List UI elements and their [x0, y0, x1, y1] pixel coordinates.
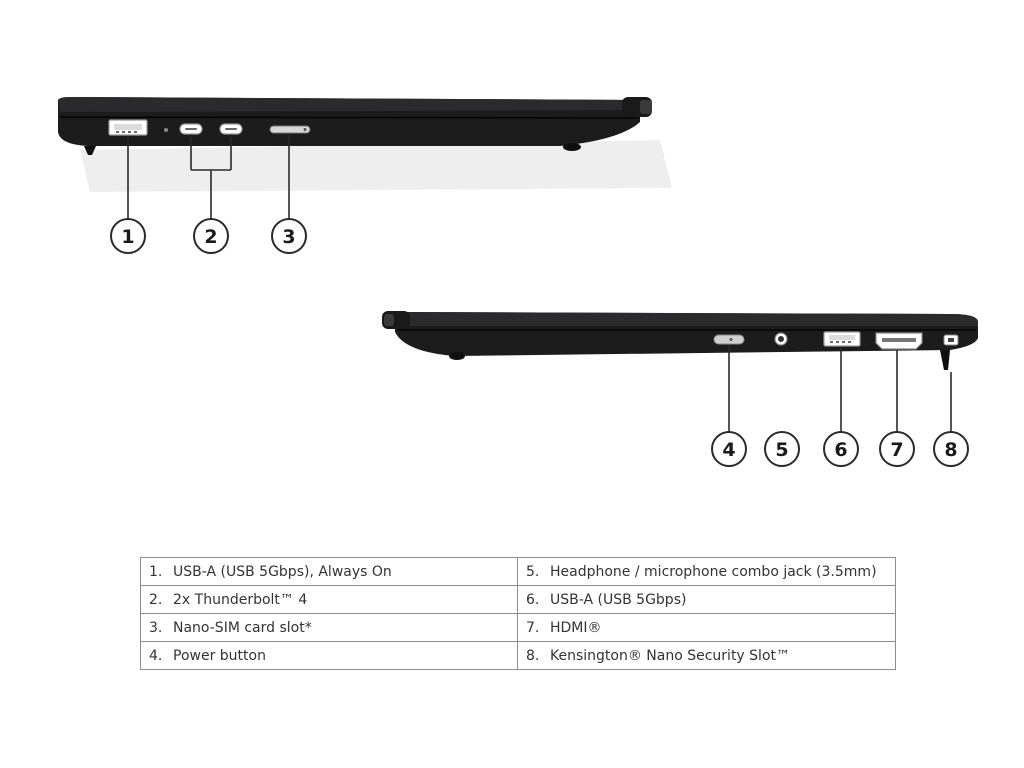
item-number: 5.	[526, 563, 540, 580]
callout-7-label: 7	[890, 439, 903, 461]
usb-a-port-icon	[823, 331, 861, 347]
power-button-icon	[713, 334, 745, 345]
callout-2-label: 2	[204, 226, 217, 248]
item-number: 8.	[526, 647, 540, 664]
table-cell: 1. USB-A (USB 5Gbps), Always On	[140, 557, 518, 586]
callout-5: 5	[764, 431, 800, 467]
item-label: Power button	[173, 647, 266, 664]
laptop-ports-diagram: 1 2 3	[58, 97, 978, 467]
security-slot-icon	[943, 334, 959, 346]
item-label: Headphone / microphone combo jack (3.5mm…	[550, 563, 877, 580]
callout-1-label: 1	[121, 226, 134, 248]
item-label: 2x Thunderbolt™ 4	[173, 591, 308, 608]
laptop-right-side-view	[382, 311, 978, 370]
table-cell: 8. Kensington® Nano Security Slot™	[517, 641, 896, 670]
table-cell: 4. Power button	[140, 641, 518, 670]
audio-jack-icon	[774, 332, 788, 346]
item-number: 7.	[526, 619, 540, 636]
table-cell: 7. HDMI®	[517, 613, 896, 642]
item-number: 6.	[526, 591, 540, 608]
callout-6: 6	[823, 431, 859, 467]
callout-6-label: 6	[834, 439, 847, 461]
item-label: USB-A (USB 5Gbps)	[550, 591, 687, 608]
callout-4: 4	[711, 431, 747, 467]
item-number: 3.	[149, 619, 163, 636]
table-cell: 6. USB-A (USB 5Gbps)	[517, 585, 896, 614]
table-cell: 5. Headphone / microphone combo jack (3.5…	[517, 557, 896, 586]
item-label: USB-A (USB 5Gbps), Always On	[173, 563, 392, 580]
callout-8: 8	[933, 431, 969, 467]
usb-c-port-icon	[179, 123, 203, 135]
hdmi-port-icon	[875, 332, 923, 350]
item-label: HDMI®	[550, 619, 602, 636]
callout-2: 2	[193, 218, 229, 254]
table-row: 3. Nano-SIM card slot* 7. HDMI®	[140, 613, 896, 642]
usb-a-port-icon	[108, 119, 148, 136]
table-row: 4. Power button 8. Kensington® Nano Securi…	[140, 641, 896, 670]
usb-c-port-icon	[219, 123, 243, 135]
table-row: 1. USB-A (USB 5Gbps), Always On 5. Headpho…	[140, 557, 896, 586]
callout-7: 7	[879, 431, 915, 467]
item-number: 2.	[149, 591, 163, 608]
callout-3-label: 3	[282, 226, 295, 248]
table-cell: 3. Nano-SIM card slot*	[140, 613, 518, 642]
callout-3: 3	[271, 218, 307, 254]
table-row: 2. 2x Thunderbolt™ 4 6. USB-A (USB 5Gbps)	[140, 585, 896, 614]
status-led	[164, 128, 168, 132]
item-label: Kensington® Nano Security Slot™	[550, 647, 791, 664]
table-cell: 2. 2x Thunderbolt™ 4	[140, 585, 518, 614]
callout-4-label: 4	[722, 439, 735, 461]
ports-legend-table: 1. USB-A (USB 5Gbps), Always On 5. Headpho…	[140, 557, 896, 670]
callout-1: 1	[110, 218, 146, 254]
item-number: 4.	[149, 647, 163, 664]
callout-5-label: 5	[775, 439, 788, 461]
laptop-left-side-view	[58, 97, 672, 192]
sim-slot-icon	[269, 125, 311, 134]
item-label: Nano-SIM card slot*	[173, 619, 312, 636]
item-number: 1.	[149, 563, 163, 580]
callout-8-label: 8	[944, 439, 957, 461]
